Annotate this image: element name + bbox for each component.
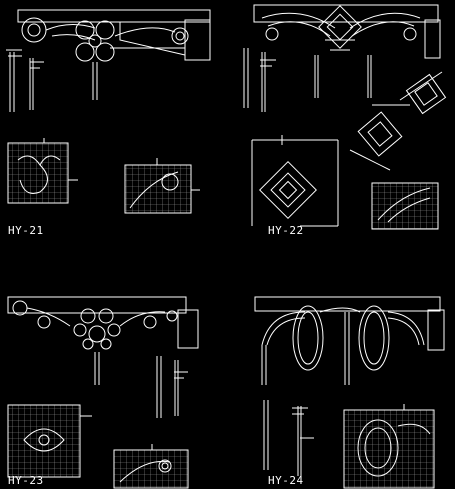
hy23-grid-plan-a <box>7 404 92 478</box>
hy24-section-detail <box>263 400 314 476</box>
hy22-knot-plan <box>251 135 339 227</box>
hy22-rotated-detail-a <box>399 71 447 115</box>
hy22-bracket-elevation <box>253 4 441 98</box>
hy22-grid-plan <box>371 182 439 230</box>
hy21-section-detail <box>6 49 44 112</box>
panel-label-hy22: HY-22 <box>268 224 304 237</box>
hy21-grid-plan-a <box>7 138 78 204</box>
hy24-bracket-elevation <box>254 296 445 385</box>
panel-label-hy24: HY-24 <box>268 474 304 487</box>
hy23-grid-plan-b <box>113 444 189 489</box>
hy23-section-detail <box>156 356 188 418</box>
panel-label-hy21: HY-21 <box>8 224 44 237</box>
hy23-bracket-elevation <box>7 296 199 385</box>
hy24-grid-plan <box>343 404 435 489</box>
panel-label-hy23: HY-23 <box>8 474 44 487</box>
hy21-grid-plan-b <box>124 158 200 214</box>
hy22-rotated-detail-b <box>349 104 410 171</box>
hy21-bracket-elevation <box>17 9 211 100</box>
hy22-section-detail <box>243 48 276 112</box>
